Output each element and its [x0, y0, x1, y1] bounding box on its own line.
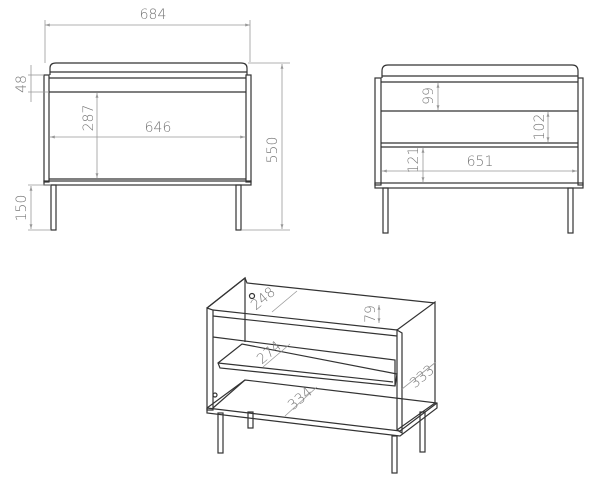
dim-total-height: 550 — [265, 137, 281, 164]
dim-leg-height: 150 — [14, 195, 30, 222]
leg — [382, 187, 389, 234]
right-side-panel — [245, 74, 252, 183]
dim-middle-compartment: 102 — [532, 114, 548, 141]
bottom-plate — [43, 180, 252, 186]
dim-top-compartment: 99 — [421, 87, 437, 105]
leg — [567, 187, 574, 234]
leg — [235, 184, 242, 231]
dim-bottom-depth: 334 — [285, 384, 316, 413]
dim-inner-width: 646 — [145, 120, 172, 136]
side-view: 99 102 121 651 — [374, 64, 584, 234]
cushion — [381, 64, 579, 78]
left-side-panel — [374, 77, 382, 186]
leg — [247, 411, 254, 429]
bottom-plate — [374, 182, 584, 189]
cushion — [49, 62, 248, 75]
dim-rail-height: 79 — [363, 305, 379, 323]
dim-top-depth: 248 — [248, 284, 279, 313]
dim-inner-width: 651 — [467, 154, 494, 170]
dim-width-total: 684 — [140, 7, 167, 23]
front-view: 684 48 287 646 550 150 — [14, 7, 290, 231]
leg — [391, 435, 398, 474]
left-side-panel — [43, 74, 50, 183]
dim-rail-height: 48 — [14, 75, 30, 93]
leg — [50, 184, 57, 231]
dim-inner-height: 287 — [81, 105, 97, 132]
right-side-panel — [577, 77, 584, 186]
leg — [217, 412, 224, 454]
isometric-view: 248 79 274 334 333 — [206, 276, 438, 474]
dim-side-depth: 333 — [407, 362, 438, 391]
dim-bottom-compartment: 121 — [406, 147, 422, 174]
leg — [419, 411, 426, 453]
